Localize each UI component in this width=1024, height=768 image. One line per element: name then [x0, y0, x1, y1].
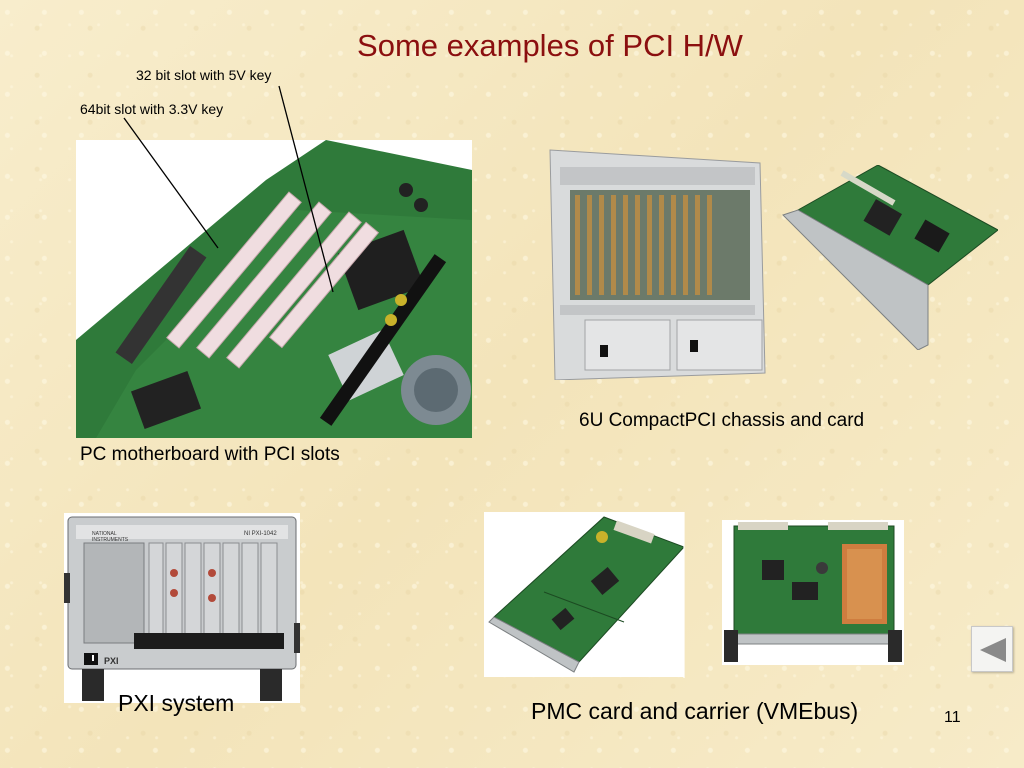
- previous-slide-button[interactable]: [971, 626, 1013, 672]
- caption-compactpci: 6U CompactPCI chassis and card: [579, 410, 865, 431]
- pxi-badge: PXI: [104, 656, 119, 666]
- vme-carrier-image: [722, 520, 904, 665]
- compactpci-chassis-image: [549, 149, 766, 380]
- caption-pxi: PXI system: [118, 690, 235, 716]
- pc-motherboard-image: [76, 140, 472, 438]
- pxi-model: NI PXI-1042: [244, 531, 277, 537]
- caption-motherboard: PC motherboard with PCI slots: [80, 444, 340, 465]
- pmc-card-image: [484, 512, 684, 677]
- caption-pmc: PMC card and carrier (VMEbus): [531, 698, 859, 724]
- pxi-brand-line2: INSTRUMENTS: [92, 537, 129, 543]
- annotation-32bit-slot: 32 bit slot with 5V key: [136, 67, 272, 83]
- page-number: 11: [944, 709, 961, 726]
- annotation-64bit-slot: 64bit slot with 3.3V key: [80, 101, 224, 117]
- pxi-brand-line1: NATIONAL: [92, 531, 117, 537]
- pxi-system-image: NATIONAL INSTRUMENTS NI PXI-1042 PXI: [64, 513, 300, 703]
- slide-title: Some examples of PCI H/W: [357, 28, 743, 63]
- compactpci-card-image: [782, 165, 998, 350]
- triangle-left-icon: [980, 638, 1006, 662]
